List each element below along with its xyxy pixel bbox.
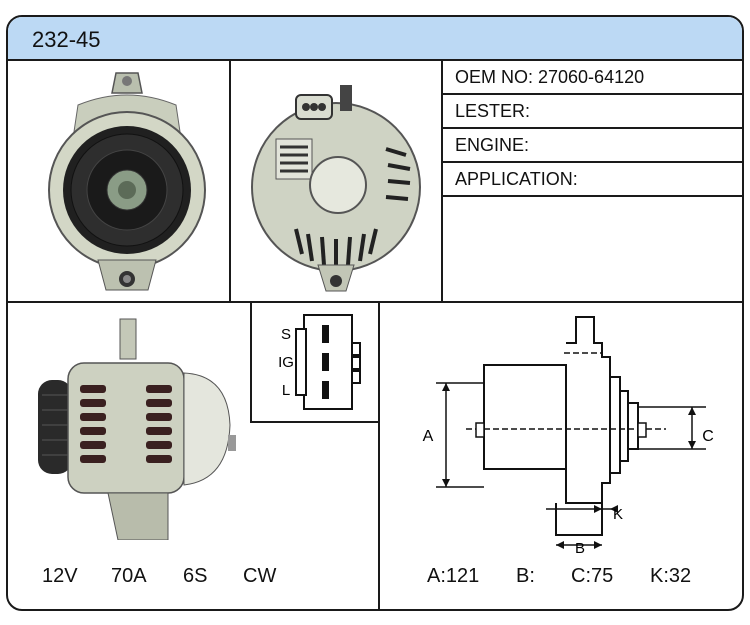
alternator-rear-view <box>251 85 421 292</box>
dimension-value-b: B: <box>516 565 535 587</box>
pin-label-s: S <box>281 326 291 343</box>
spec-pulley: 6S <box>183 565 208 587</box>
lester-label: LESTER: <box>455 101 531 121</box>
info-row-oem: OEM NO: 27060-64120 <box>443 61 742 95</box>
dimension-value-a: A:121 <box>427 565 480 587</box>
dimension-diagram: A C K B <box>423 316 714 557</box>
spec-voltage: 12V <box>42 565 78 587</box>
pin-label-l: L <box>282 382 290 399</box>
dimension-label-b: B <box>575 540 585 557</box>
divider <box>229 61 231 303</box>
application-label: APPLICATION: <box>455 169 578 189</box>
connector-plug-diagram: S IG L <box>278 314 361 410</box>
engine-label: ENGINE: <box>455 135 530 155</box>
dimension-label-a: A <box>423 428 434 445</box>
spec-amperage: 70A <box>111 565 147 587</box>
oem-number: OEM NO: 27060-64120 <box>455 67 645 87</box>
divider <box>8 301 742 303</box>
dimension-value-k: K:32 <box>650 565 692 587</box>
pin-label-ig: IG <box>278 354 294 371</box>
alternator-side-view <box>38 318 236 540</box>
header-bar: 232-45 <box>8 17 742 61</box>
info-row-lester: LESTER: <box>443 95 742 129</box>
divider <box>250 301 252 423</box>
divider <box>378 301 380 609</box>
info-row-engine: ENGINE: <box>443 129 742 163</box>
dimension-label-k: K <box>613 506 623 523</box>
info-row-application: APPLICATION: <box>443 163 742 197</box>
divider <box>441 61 443 303</box>
product-sheet: 232-45 OEM NO: 27060-64120 LESTER: ENGIN… <box>6 15 744 611</box>
spec-rotation: CW <box>243 565 277 587</box>
divider <box>250 421 380 423</box>
dimension-value-c: C:75 <box>571 565 614 587</box>
part-number-title: 232-45 <box>32 27 101 52</box>
alternator-front-view <box>48 72 206 291</box>
dimension-label-c: C <box>702 428 714 445</box>
